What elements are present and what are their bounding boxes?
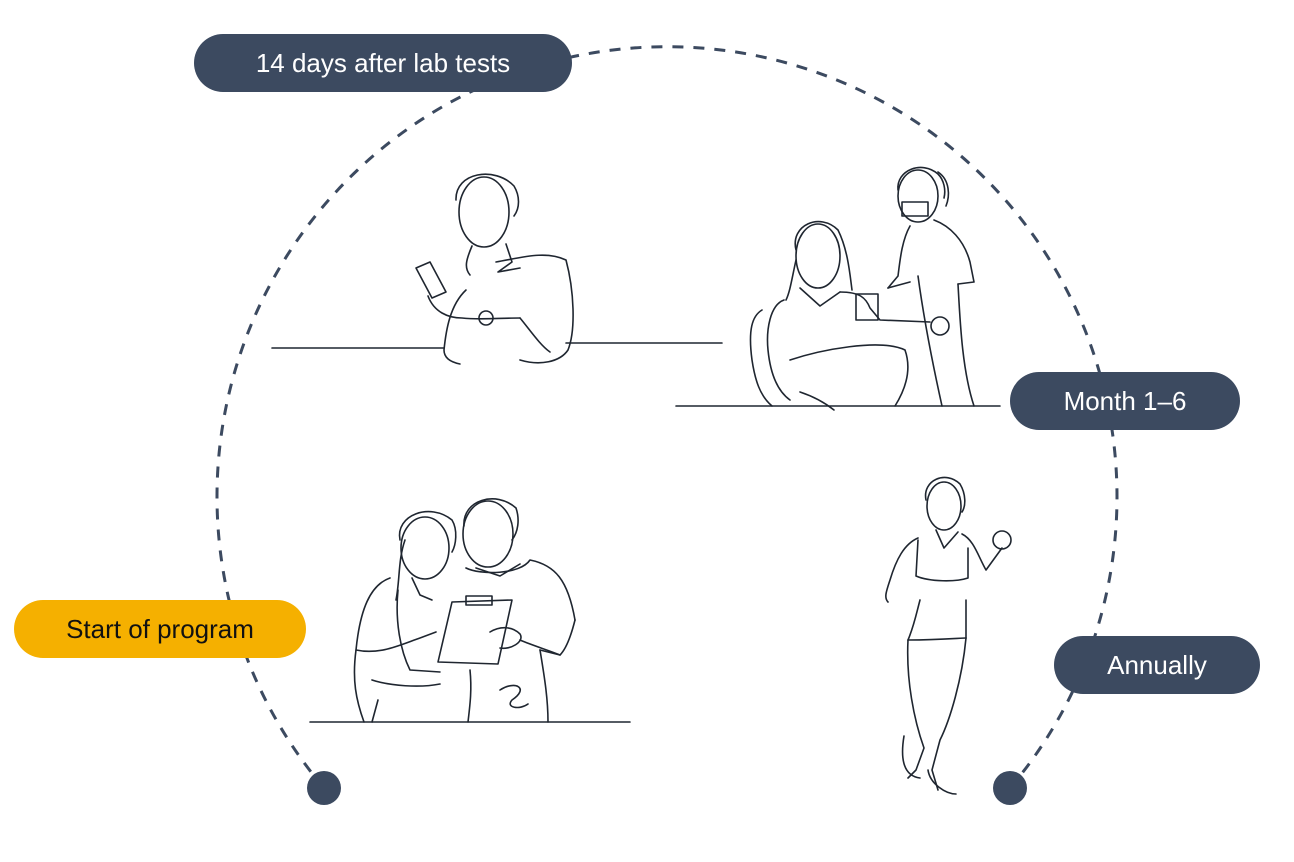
nurse-checking-blood-pressure-illustration — [675, 166, 1001, 411]
man-using-phone-illustration — [271, 173, 723, 365]
timeline-start-dot — [307, 771, 341, 805]
milestone-month-1-6: Month 1–6 — [1010, 372, 1240, 430]
woman-jogging-illustration — [885, 476, 1012, 795]
milestone-14-days-after-lab-tests: 14 days after lab tests — [194, 34, 572, 92]
couple-reviewing-clipboard-illustration — [309, 498, 631, 723]
milestone-start-of-program: Start of program — [14, 600, 306, 658]
milestone-annually: Annually — [1054, 636, 1260, 694]
dashed-timeline-path — [215, 45, 1119, 789]
timeline-end-dot — [993, 771, 1027, 805]
